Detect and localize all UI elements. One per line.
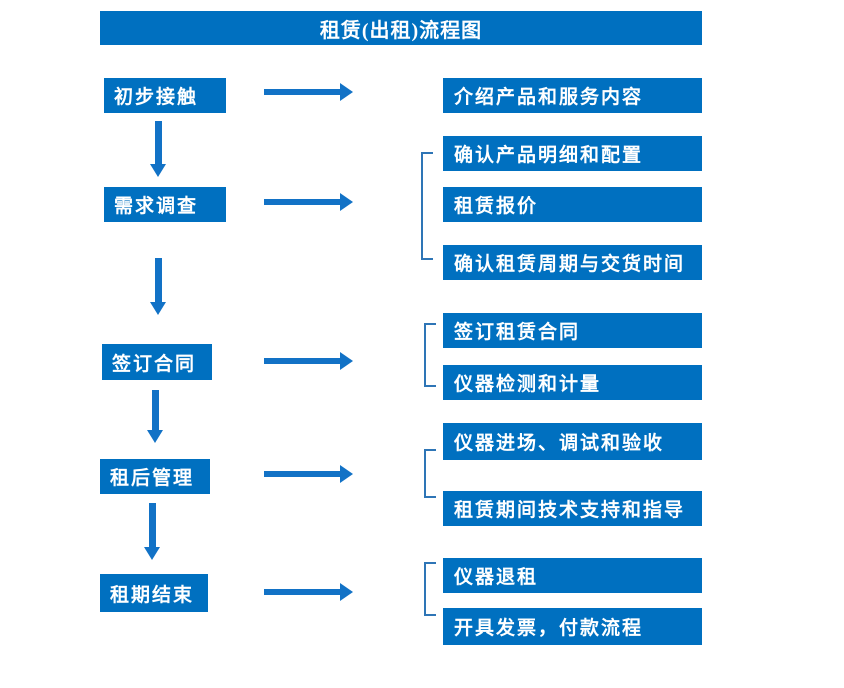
arrow-shaft xyxy=(154,121,162,164)
arrow-shaft xyxy=(264,89,341,95)
arrow-head-icon xyxy=(340,583,353,601)
arrow-right-1 xyxy=(264,83,353,101)
step-box-5: 租期结束 xyxy=(100,574,208,612)
detail-box-1: 介绍产品和服务内容 xyxy=(443,78,702,113)
detail-box-3: 租赁报价 xyxy=(443,187,702,222)
arrow-head-icon xyxy=(150,302,166,315)
bracket-group-3 xyxy=(424,449,436,498)
arrow-head-icon xyxy=(340,83,353,101)
arrow-shaft xyxy=(264,358,341,364)
step-box-4: 租后管理 xyxy=(100,459,210,494)
detail-box-4: 确认租赁周期与交货时间 xyxy=(443,245,702,280)
arrow-down-2 xyxy=(150,258,166,315)
arrow-head-icon xyxy=(340,465,353,483)
arrow-head-icon xyxy=(144,547,160,560)
detail-box-2: 确认产品明细和配置 xyxy=(443,136,702,171)
arrow-down-4 xyxy=(144,503,160,560)
arrow-right-5 xyxy=(264,583,353,601)
detail-box-8: 租赁期间技术支持和指导 xyxy=(443,491,702,526)
detail-box-5: 签订租赁合同 xyxy=(443,313,702,348)
arrow-shaft xyxy=(154,258,162,302)
detail-box-10: 开具发票，付款流程 xyxy=(443,608,702,645)
bracket-group-2 xyxy=(424,323,436,387)
bracket-group-4 xyxy=(424,562,436,616)
arrow-down-1 xyxy=(150,121,166,177)
bracket-group-1 xyxy=(421,152,433,260)
flowchart-title: 租赁(出租)流程图 xyxy=(100,11,702,45)
arrow-shaft xyxy=(264,199,341,205)
detail-box-7: 仪器进场、调试和验收 xyxy=(443,423,702,460)
step-box-1: 初步接触 xyxy=(104,78,226,113)
arrow-head-icon xyxy=(150,164,166,177)
detail-box-9: 仪器退租 xyxy=(443,558,702,593)
arrow-head-icon xyxy=(340,193,353,211)
arrow-shaft xyxy=(264,471,341,477)
arrow-head-icon xyxy=(147,430,163,443)
arrow-down-3 xyxy=(147,390,163,443)
arrow-right-4 xyxy=(264,465,353,483)
detail-box-6: 仪器检测和计量 xyxy=(443,365,702,400)
arrow-shaft xyxy=(151,390,159,430)
step-box-3: 签订合同 xyxy=(102,344,212,380)
arrow-right-3 xyxy=(264,352,353,370)
arrow-shaft xyxy=(148,503,156,547)
arrow-right-2 xyxy=(264,193,353,211)
arrow-shaft xyxy=(264,589,341,595)
step-box-2: 需求调查 xyxy=(104,187,226,222)
arrow-head-icon xyxy=(340,352,353,370)
